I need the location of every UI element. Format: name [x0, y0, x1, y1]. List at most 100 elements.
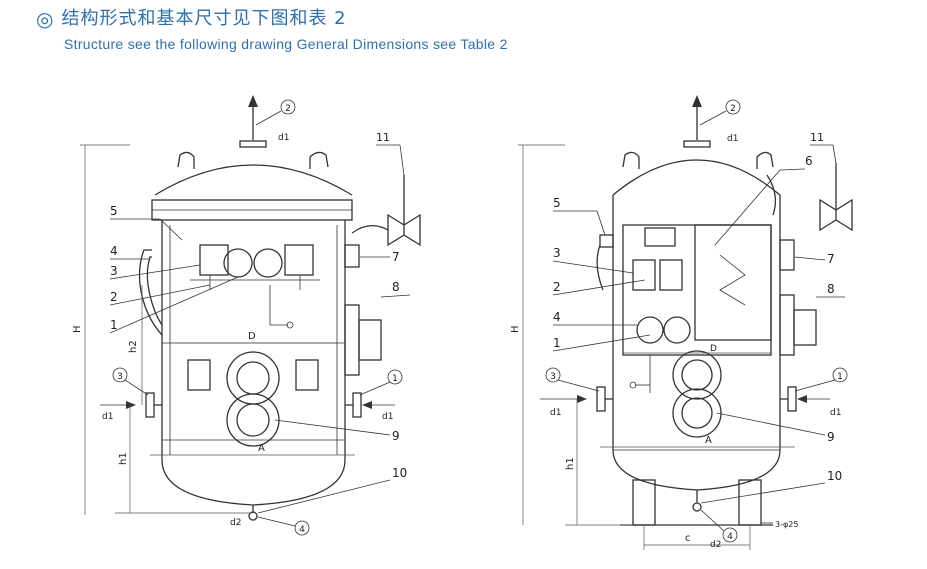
dim-label-h2: h2 [128, 340, 139, 353]
dim-label-D: D [248, 331, 256, 342]
dim-label-d2: d2 [710, 540, 721, 550]
part-label: 10 [827, 469, 842, 483]
title-chinese: 结构形式和基本尺寸见下图和表 2 [61, 8, 347, 29]
part-label: 3 [553, 246, 561, 260]
part-label: 8 [827, 282, 835, 296]
part-label: 7 [827, 252, 835, 266]
arrow-up-icon [692, 95, 702, 107]
dim-label-A: A [705, 435, 712, 446]
dim-label-c: c [685, 533, 691, 544]
side-nozzle [779, 239, 795, 271]
drain-valve [692, 502, 702, 512]
outlet-nozzle [787, 386, 797, 412]
header: ◎ 结构形式和基本尺寸见下图和表 2 Structure see the fol… [36, 8, 508, 52]
part-label: 10 [392, 466, 407, 480]
dim-label-d1-right: d1 [382, 412, 393, 422]
dim-label-d1-right: d1 [830, 408, 841, 418]
circle-callout [722, 527, 738, 543]
circle-label: 4 [727, 532, 733, 542]
window-slot [187, 359, 211, 391]
top-dome [612, 159, 781, 196]
side-nozzle [344, 304, 360, 376]
part-label: 4 [110, 244, 118, 258]
lifting-lug [309, 151, 329, 169]
outlet-nozzle [352, 392, 362, 418]
filter-element [672, 388, 722, 438]
filter-element [226, 351, 280, 405]
drawing-right-svg: 2 d1 3 [510, 95, 853, 550]
part-label: 9 [392, 429, 400, 443]
arrow-up-icon [248, 95, 258, 107]
circle-label: 2 [285, 104, 291, 114]
part-label: 11 [376, 131, 390, 144]
part-label: 5 [553, 196, 561, 210]
dim-label-D: D [710, 344, 717, 354]
dim-label-d1-top: d1 [727, 134, 738, 144]
side-pipe [596, 244, 604, 291]
part-label: 2 [110, 290, 118, 304]
gauge-icon [636, 316, 664, 344]
drawing-left-svg: 2 d1 3 [72, 95, 421, 536]
circle-callout [387, 369, 403, 385]
dim-label-d1-top: d1 [278, 133, 289, 143]
support-leg [738, 479, 762, 526]
part-label: 1 [110, 318, 118, 332]
part-label: 5 [110, 204, 118, 218]
part-label: 4 [553, 310, 561, 324]
valve-icon [387, 213, 421, 247]
outlet-flange [239, 140, 267, 148]
valve-icon [819, 198, 853, 232]
filter-element [226, 393, 280, 447]
part-label: 8 [392, 280, 400, 294]
circle-label: 1 [392, 374, 398, 384]
dim-label-d1-left: d1 [550, 408, 561, 418]
gauge-icon [663, 316, 691, 344]
side-nozzle [779, 294, 795, 356]
instrument-box [659, 259, 683, 291]
drawing-left: 2 d1 3 [70, 85, 430, 569]
part-label: 1 [553, 336, 561, 350]
instrument-box [284, 244, 314, 276]
dim-label-holes: 3-φ25 [775, 520, 798, 529]
part-label: 6 [805, 154, 813, 168]
instrument-box [199, 244, 229, 276]
part-label: 3 [110, 264, 118, 278]
circle-label: 3 [550, 372, 556, 382]
circle-label: 4 [299, 525, 305, 535]
bottom-dish [612, 449, 781, 491]
support-leg [632, 479, 656, 526]
window-slot [295, 359, 319, 391]
title-row: ◎ 结构形式和基本尺寸见下图和表 2 [36, 8, 508, 30]
gauge-icon [253, 248, 283, 278]
inlet-nozzle [145, 392, 155, 418]
instrument-box [632, 259, 656, 291]
lifting-lug [622, 151, 640, 169]
circle-label: 1 [837, 372, 843, 382]
circle-callout [294, 520, 310, 536]
part-label: 9 [827, 430, 835, 444]
dim-label-H: H [72, 325, 83, 333]
drain-valve [248, 511, 258, 521]
arrow-left-icon [362, 401, 372, 409]
bullet-icon: ◎ [36, 7, 54, 31]
dim-label-d1-left: d1 [102, 412, 113, 422]
part-label: 2 [553, 280, 561, 294]
circle-label: 2 [730, 104, 736, 114]
lifting-lug [177, 151, 195, 169]
dim-label-h1: h1 [565, 457, 576, 470]
circle-callout [112, 367, 128, 383]
arrow-left-icon [797, 395, 807, 403]
circle-callout [725, 99, 741, 115]
leader-line [255, 110, 282, 126]
panel-door [694, 224, 772, 341]
dim-label-H: H [510, 325, 521, 333]
part-label: 11 [810, 131, 824, 144]
circle-callout [280, 99, 296, 115]
filter-element [672, 350, 722, 400]
outlet-flange [683, 140, 711, 148]
drawing-right: 2 d1 3 [505, 85, 865, 569]
dim-label-d2: d2 [230, 518, 241, 528]
circle-callout [545, 367, 561, 383]
circle-label: 3 [117, 372, 123, 382]
top-dome [154, 164, 353, 196]
